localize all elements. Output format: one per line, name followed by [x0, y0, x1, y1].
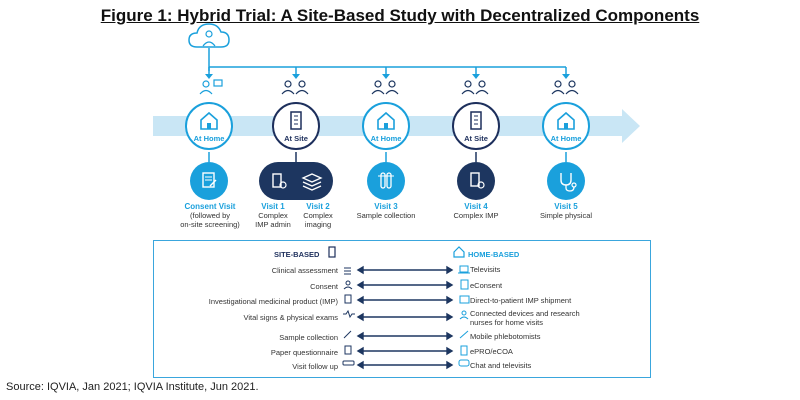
home-item: ePRO/eCOA	[470, 347, 513, 356]
house-icon	[453, 246, 465, 258]
node-label: At Home	[370, 134, 402, 143]
car-icon	[342, 360, 355, 366]
visit-title: Visit 3	[374, 202, 398, 211]
visit-subtitle: Complex	[258, 211, 288, 220]
medication-icon	[457, 162, 495, 200]
source-note: Source: IQVIA, Jan 2021; IQVIA Institute…	[6, 381, 259, 393]
visit-subtitle: IMP admin	[255, 220, 291, 229]
visit-title: Visit 4	[464, 202, 488, 211]
site-item: Visit follow up	[292, 362, 338, 371]
checklist-icon	[344, 267, 351, 275]
visit-subtitle: (followed by	[189, 211, 231, 220]
building-icon	[328, 246, 336, 258]
visit-title: Visit 5	[554, 202, 578, 211]
laptop-icon	[458, 265, 470, 274]
heart-monitor-icon	[343, 309, 355, 319]
visit-caption-1: Visit 1 Complex IMP admin	[253, 202, 293, 229]
site-item: Paper questionnaire	[270, 348, 338, 357]
house-icon	[557, 111, 575, 130]
patient-doctor-icon	[551, 80, 579, 95]
building-icon	[290, 111, 302, 130]
mobile-icon	[460, 345, 468, 356]
site-item: Investigational medicinal product (IMP)	[208, 297, 338, 306]
home-item: Direct-to-patient IMP shipment	[470, 296, 572, 305]
sample-tubes-icon	[367, 162, 405, 200]
patient-doctor-icon	[371, 80, 399, 95]
node-at-home-consent: At Home	[185, 102, 233, 150]
visit-caption-consent: Consent Visit (followed by on-site scree…	[170, 202, 250, 229]
site-vs-home-table	[153, 240, 651, 378]
node-label: At Home	[550, 134, 582, 143]
home-item: Mobile phlebotomists	[470, 332, 541, 341]
home-based-header: HOME-BASED	[468, 250, 520, 259]
visit-title: Visit 1	[261, 202, 285, 211]
visit-title: Consent Visit	[184, 202, 236, 211]
visit-subtitle: Sample collection	[356, 211, 416, 220]
consent-visit-icon	[190, 162, 228, 200]
house-icon	[377, 111, 395, 130]
person-icon	[343, 280, 353, 290]
site-item: Clinical assessment	[271, 266, 338, 275]
visit-subtitle: Complex	[303, 211, 333, 220]
node-at-home-visit5: At Home	[542, 102, 590, 150]
visit-subtitle: Simple physical	[539, 211, 593, 220]
imaging-layers-icon	[301, 173, 323, 191]
phlebotomy-icon	[459, 330, 469, 339]
visit-caption-5: Visit 5 Simple physical	[526, 202, 606, 220]
medication-icon	[344, 294, 352, 304]
visit-1-2-pill	[259, 162, 333, 200]
visit-subtitle: Complex IMP	[453, 211, 499, 220]
home-item-line: Connected devices and research	[470, 309, 580, 318]
visit-title: Visit 2	[306, 202, 330, 211]
node-label: At Home	[193, 134, 225, 143]
patient-doctor-icon	[461, 80, 489, 95]
house-icon	[200, 111, 218, 130]
home-item: Connected devices and research nurses fo…	[470, 309, 640, 327]
shipment-icon	[459, 295, 470, 304]
site-item: Vital signs & physical exams	[243, 313, 339, 322]
cloud-doctor-icon	[188, 23, 230, 48]
tablet-icon	[460, 279, 469, 290]
visit-subtitle: imaging	[304, 220, 332, 229]
node-at-home-visit3: At Home	[362, 102, 410, 150]
medication-icon	[272, 173, 287, 189]
node-label: At Site	[284, 134, 308, 143]
syringe-icon	[343, 330, 352, 339]
patient-doctor-icon	[281, 80, 309, 95]
row-arrows	[342, 265, 470, 370]
clipboard-icon	[344, 345, 352, 355]
chat-icon	[458, 359, 470, 367]
site-item: Consent	[310, 282, 338, 291]
visit-caption-2: Visit 2 Complex imaging	[297, 202, 339, 229]
home-item-line: nurses for home visits	[470, 317, 543, 327]
nurse-icon	[459, 310, 469, 320]
building-icon	[470, 111, 482, 130]
home-item: Televisits	[470, 265, 501, 274]
double-arrows	[356, 265, 454, 370]
node-label: At Site	[464, 134, 488, 143]
stethoscope-icon	[547, 162, 585, 200]
node-at-site-visit4: At Site	[452, 102, 500, 150]
home-item: eConsent	[470, 281, 503, 290]
home-item: Chat and televisits	[470, 361, 532, 370]
visit-subtitle: on-site screening)	[180, 220, 240, 229]
patient-device-icon	[199, 79, 223, 95]
node-at-site-visit1-2: At Site	[272, 102, 320, 150]
visit-caption-3: Visit 3 Sample collection	[346, 202, 426, 220]
visit-caption-4: Visit 4 Complex IMP	[436, 202, 516, 220]
figure-title: Figure 1: Hybrid Trial: A Site-Based Stu…	[100, 6, 700, 25]
site-based-header: SITE-BASED	[274, 250, 320, 259]
site-item: Sample collection	[279, 333, 338, 342]
